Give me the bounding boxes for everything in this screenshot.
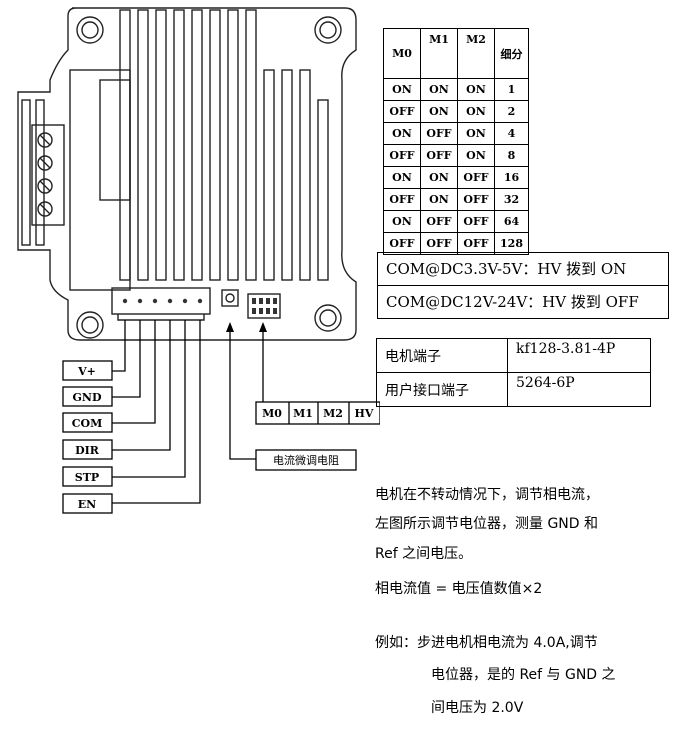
board-outline xyxy=(17,7,357,341)
terminal-screw xyxy=(37,201,53,217)
note-line: 电机在不转动情况下，调节相电流， xyxy=(375,487,599,503)
example-line: 间电压为 2.0V xyxy=(431,700,524,716)
dip-label-m2: M2 xyxy=(323,407,343,420)
pin-label-vplus: V+ xyxy=(77,365,96,378)
table-cell: OFF xyxy=(457,166,495,189)
port-value: 5264-6P xyxy=(507,372,651,407)
table-cell: ON xyxy=(420,78,458,101)
table-cell: 2 xyxy=(494,100,529,123)
port-value: kf128-3.81-4P xyxy=(507,338,651,373)
table-row: 用户接口端子 5264-6P xyxy=(376,372,651,407)
table-cell: OFF xyxy=(420,122,458,145)
table-cell: ON xyxy=(420,188,458,211)
com-voltage-box: COM@DC3.3V-5V：HV 拨到 ON COM@DC12V-24V：HV … xyxy=(377,252,669,319)
pin-label-en: EN xyxy=(78,498,96,511)
driver-board-drawing: V+ GND COM DIR STP EN M0 M1 M2 HV 电流微调电阻 xyxy=(17,7,380,514)
table-header: M0 xyxy=(383,28,421,79)
table-cell: ON xyxy=(457,144,495,167)
mounting-hole xyxy=(314,16,342,44)
user-connector xyxy=(111,287,211,315)
table-cell: ON xyxy=(383,122,421,145)
table-header: 细分 xyxy=(494,28,529,79)
pin-label-box xyxy=(62,493,113,514)
formula-line: 相电流值 = 电压值数值×2 xyxy=(375,581,543,597)
example-line: 例如：步进电机相电流为 4.0A,调节 xyxy=(375,635,598,651)
table-cell: OFF xyxy=(457,232,495,255)
table-cell: 32 xyxy=(494,188,529,211)
table-cell: ON xyxy=(383,166,421,189)
pin-label-box xyxy=(62,360,113,381)
dip-label-m1: M1 xyxy=(293,407,313,420)
table-cell: OFF xyxy=(420,232,458,255)
table-cell: OFF xyxy=(457,210,495,233)
com-note-high: COM@DC12V-24V：HV 拨到 OFF xyxy=(378,285,668,318)
pot-label: 电流微调电阻 xyxy=(273,453,339,467)
heatsink-fins xyxy=(119,9,329,281)
pin-label-dir: DIR xyxy=(75,444,100,457)
table-cell: ON xyxy=(383,210,421,233)
table-cell: ON xyxy=(457,78,495,101)
mounting-hole xyxy=(76,311,104,339)
pin-label-box xyxy=(62,439,113,460)
pin-label-box xyxy=(62,386,113,407)
port-name: 用户接口端子 xyxy=(376,372,508,407)
dip-label-m0: M0 xyxy=(262,407,282,420)
dip-label-hv: HV xyxy=(355,407,374,420)
table-header: M2 xyxy=(457,28,495,79)
terminal-screw xyxy=(37,132,53,148)
pin-label-gnd: GND xyxy=(73,391,102,404)
table-cell: OFF xyxy=(383,188,421,211)
potentiometer xyxy=(221,289,239,307)
table-cell: 64 xyxy=(494,210,529,233)
terminal-screw xyxy=(37,178,53,194)
motor-terminal-block xyxy=(31,124,65,226)
table-cell: ON xyxy=(383,78,421,101)
note-line: 左图所示调节电位器，测量 GND 和 xyxy=(375,516,599,532)
table-cell: OFF xyxy=(457,188,495,211)
table-cell: 1 xyxy=(494,78,529,101)
note-line: Ref 之间电压。 xyxy=(375,546,473,562)
terminal-screw xyxy=(37,155,53,171)
pin-label-box xyxy=(62,412,113,433)
table-cell: 4 xyxy=(494,122,529,145)
mounting-hole xyxy=(76,16,104,44)
table-cell: ON xyxy=(420,100,458,123)
table-cell: OFF xyxy=(420,210,458,233)
table-cell: 128 xyxy=(494,232,529,255)
com-note-low: COM@DC3.3V-5V：HV 拨到 ON xyxy=(386,260,627,278)
table-cell: OFF xyxy=(383,100,421,123)
mounting-hole xyxy=(314,304,342,332)
pin-label-com: COM xyxy=(72,417,103,430)
table-cell: ON xyxy=(420,166,458,189)
table-header: M1 xyxy=(420,28,458,79)
table-cell: OFF xyxy=(383,144,421,167)
table-cell: OFF xyxy=(420,144,458,167)
table-row: 电机端子 kf128-3.81-4P xyxy=(376,338,651,373)
table-cell: 8 xyxy=(494,144,529,167)
port-name: 电机端子 xyxy=(376,338,508,373)
pin-label-stp: STP xyxy=(75,471,99,484)
port-table: 电机端子 kf128-3.81-4P 用户接口端子 5264-6P xyxy=(376,338,651,407)
example-line: 电位器，是的 Ref 与 GND 之 xyxy=(431,667,616,683)
table-cell: 16 xyxy=(494,166,529,189)
table-cell: ON xyxy=(457,122,495,145)
dip-switch xyxy=(247,293,281,319)
pot-label-box xyxy=(255,449,357,471)
table-cell: ON xyxy=(457,100,495,123)
pin-label-box xyxy=(62,466,113,487)
